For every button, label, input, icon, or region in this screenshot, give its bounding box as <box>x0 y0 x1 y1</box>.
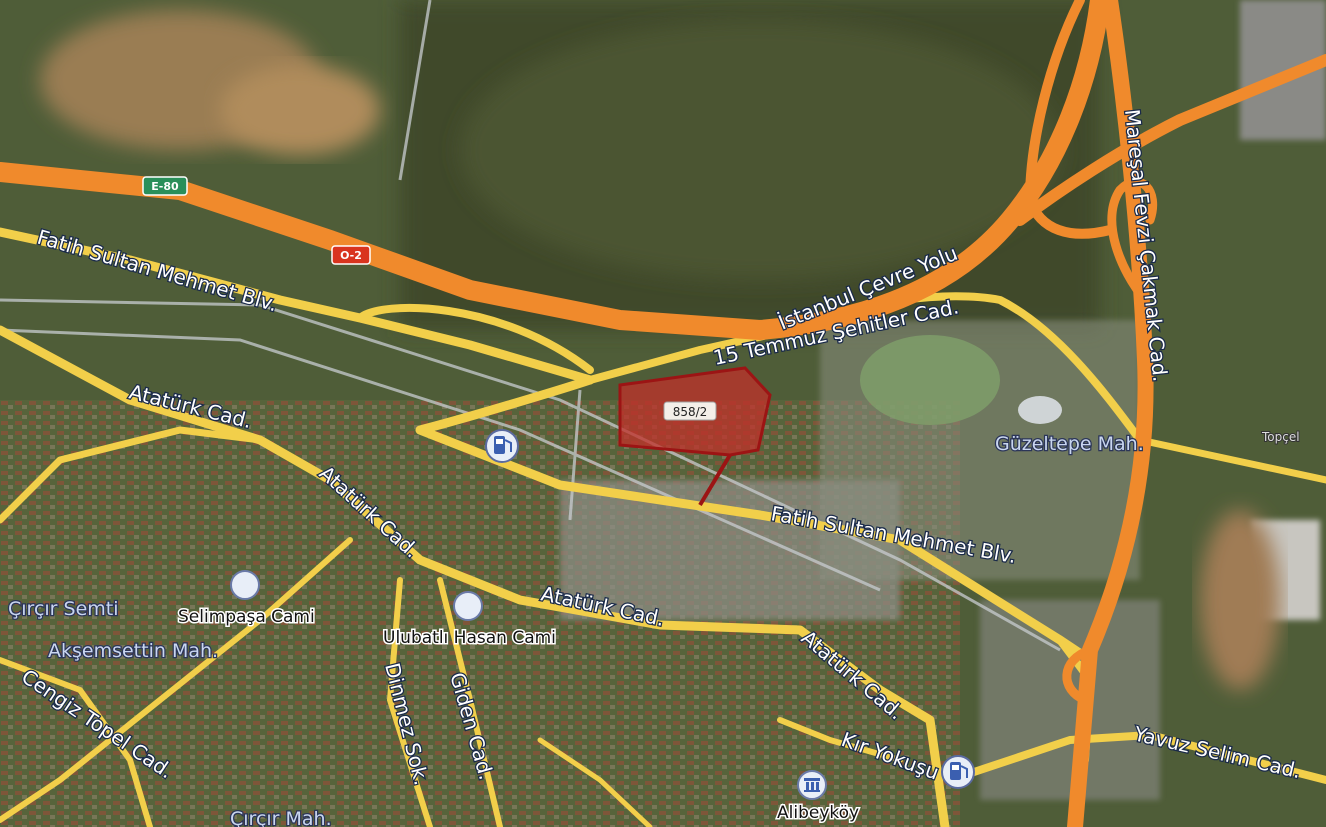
fuel-station-icon[interactable] <box>485 429 519 463</box>
fuel-station-icon[interactable] <box>941 755 975 789</box>
shield-e80-label: E-80 <box>151 180 179 193</box>
shield-o2 <box>331 245 371 265</box>
neighborhood-guzeltepe: Güzeltepe Mah. <box>995 433 1144 455</box>
place-label-alibeykoy: Alibeyköy <box>777 803 859 823</box>
shield-e80 <box>142 176 188 196</box>
museum-icon[interactable] <box>797 770 827 800</box>
neighborhood-circir-mah: Çırçır Mah. <box>230 808 332 827</box>
place-label-selimpasa: Selimpaşa Cami <box>178 607 315 627</box>
place-label-ulubatli: Ulubatlı Hasan Cami <box>383 628 556 648</box>
shield-o2-label: O-2 <box>340 249 362 262</box>
mosque-icon[interactable] <box>230 570 260 600</box>
place-label-topcel: Topçel <box>1261 430 1300 444</box>
parcel-858-2[interactable] <box>618 366 772 507</box>
mosque-icon[interactable] <box>453 591 483 621</box>
parcel-label: 858/2 <box>673 405 708 419</box>
neighborhood-circir-semti: Çırçır Semti <box>8 598 119 620</box>
neighborhood-aksemsettin: Akşemsettin Mah. <box>48 640 218 662</box>
